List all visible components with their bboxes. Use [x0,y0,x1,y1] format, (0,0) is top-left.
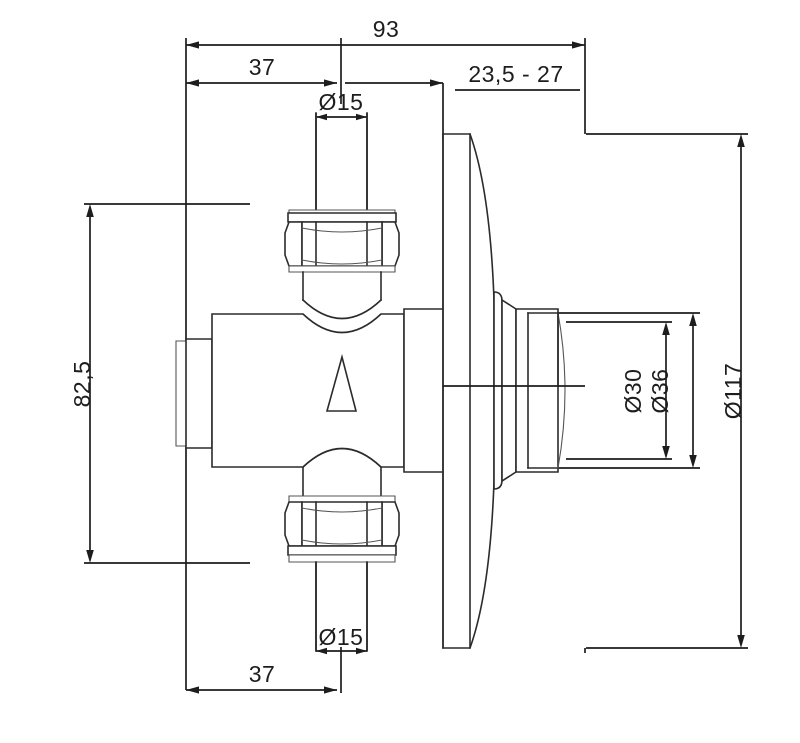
flow-direction-arrow [325,353,358,412]
top-inlet-pipe [315,112,368,214]
overall-length-label: 93 [373,16,400,42]
projection-range-dimension: 23,5 - 27 [345,61,580,140]
spigot-cylinder [515,308,566,473]
left-spigot [175,338,213,449]
body-length-dimension-top: 37 [186,54,342,104]
top-neck [301,271,383,320]
wall-flange-plate [442,133,495,649]
flange-diameter-dimension: Ø117 [584,38,748,653]
inlet-diameter-top: Ø15 [315,89,368,213]
flange-diameter-label: Ø117 [720,363,746,420]
bottom-union-nut [284,495,400,563]
spigot-diameter-label: Ø36 [647,369,673,414]
bottom-inlet-pipe [315,561,368,652]
body-height-label: 82,5 [69,361,95,408]
bore-diameter-dimension: Ø30 [566,321,672,460]
inlet-diameter-top-label: Ø15 [319,89,364,115]
overall-length-dimension: 93 [185,16,585,690]
body-length-dimension-bottom: 37 [186,647,342,694]
inlet-diameter-bottom: Ø15 [315,557,368,655]
inlet-diameter-bottom-label: Ø15 [319,624,364,650]
valve-body [211,313,405,468]
body-length-top-label: 37 [249,54,276,80]
projection-range-label: 23,5 - 27 [468,61,563,87]
bore-diameter-label: Ø30 [620,369,646,414]
spigot-diameter-dimension: Ø36 [558,312,700,469]
top-union-nut [284,209,400,273]
body-length-bottom-label: 37 [249,661,276,687]
flange-sleeve [493,291,517,490]
body-height-dimension: 82,5 [69,203,250,564]
